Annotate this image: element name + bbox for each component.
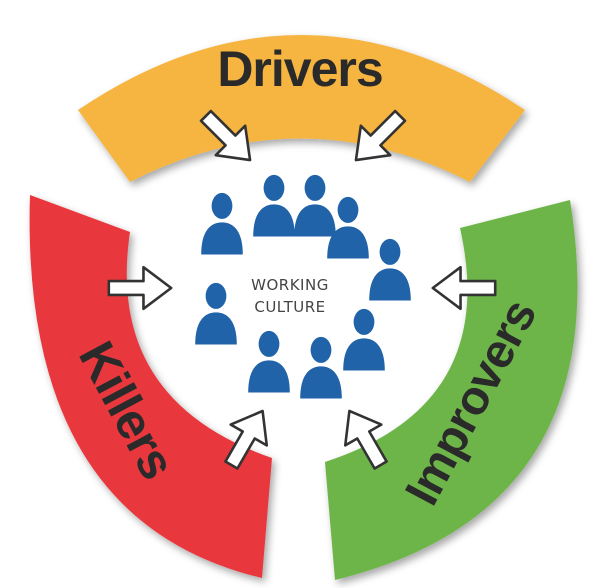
killers-segment (29, 195, 272, 578)
person-icon (195, 282, 237, 345)
person-icon (248, 330, 290, 393)
improvers-segment (325, 200, 578, 580)
person-icon (253, 174, 295, 237)
center-text-line2: CULTURE (254, 298, 325, 316)
person-icon (300, 336, 342, 399)
drivers-segment (78, 35, 525, 182)
person-icon (369, 238, 411, 301)
person-icon (294, 174, 336, 237)
center-text-line1: WORKING (251, 276, 329, 294)
drivers-label: Drivers (217, 41, 382, 97)
person-icon (201, 192, 243, 255)
person-icon (343, 308, 385, 371)
